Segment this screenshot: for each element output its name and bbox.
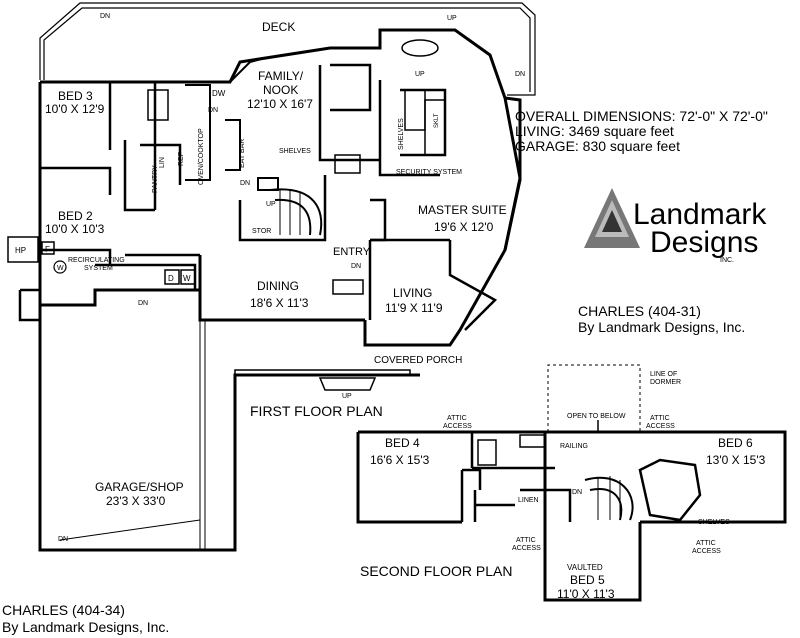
logo-line1: Landmark bbox=[633, 198, 767, 231]
fixture-hp: HP bbox=[15, 246, 26, 255]
second-floor-title: SECOND FLOOR PLAN bbox=[360, 563, 512, 579]
room-bed4-name: BED 4 bbox=[385, 436, 420, 450]
fixture-stor: STOR bbox=[252, 228, 271, 235]
room-bed2-dim: 10'0 X 10'3 bbox=[45, 222, 105, 236]
room-bed3-dim: 10'0 X 12'9 bbox=[45, 102, 105, 116]
info-block: OVERALL DIMENSIONS: 72'-0" X 72'-0" LIVI… bbox=[2, 108, 768, 635]
arrow-up-porch: UP bbox=[342, 393, 352, 400]
fixture-security: SECURITY SYSTEM bbox=[396, 169, 462, 176]
room-living-dim: 11'9 X 11'9 bbox=[385, 301, 443, 315]
linen: LINEN bbox=[518, 497, 539, 504]
arrow-up-stair: UP bbox=[266, 201, 276, 208]
logo-line2: Designs bbox=[650, 226, 758, 259]
fixture-f: F bbox=[45, 245, 50, 254]
line-of-dormer-1: LINE OF bbox=[650, 371, 677, 378]
room-bed5-vaulted: VAULTED bbox=[567, 563, 603, 572]
arrow-dn-right: DN bbox=[515, 71, 525, 78]
fixture-recirc-1: RECIRCULATING bbox=[68, 257, 125, 264]
credit-lower-by: By Landmark Designs, Inc. bbox=[2, 619, 169, 635]
credit-lower-title: CHARLES (404-34) bbox=[2, 602, 125, 618]
first-floor-title: FIRST FLOOR PLAN bbox=[250, 403, 383, 419]
room-bed5-name: BED 5 bbox=[570, 573, 605, 587]
logo-inc: INC. bbox=[720, 257, 734, 264]
room-dining-name: DINING bbox=[257, 279, 299, 293]
fixture-shelves-left: SHELVES bbox=[279, 148, 311, 155]
first-floor-walls bbox=[7, 2, 536, 552]
arrow-dn-kitchen: DN bbox=[240, 180, 250, 187]
arrow-dn-garage: DN bbox=[58, 536, 68, 543]
attic-2b: ACCESS bbox=[646, 423, 675, 430]
fixture-oven-cooktop: OVEN/COOKTOP bbox=[198, 128, 205, 185]
room-family-dim: 12'10 X 16'7 bbox=[247, 97, 313, 111]
room-bed4-dim: 16'6 X 15'3 bbox=[370, 453, 430, 467]
fixture-recirc-2: SYSTEM bbox=[84, 265, 113, 272]
arrow-dn-laundry: DN bbox=[138, 300, 148, 307]
room-family-name-2: NOOK bbox=[263, 83, 298, 97]
attic-4a: ATTIC bbox=[696, 540, 716, 547]
room-garage-dim: 23'3 X 33'0 bbox=[106, 494, 166, 508]
landmark-logo: Landmark Designs INC. bbox=[584, 188, 767, 264]
fixture-sklt: SKLT bbox=[434, 113, 440, 128]
arrow-up-bath: UP bbox=[415, 71, 425, 78]
credit-upper-by: By Landmark Designs, Inc. bbox=[578, 319, 745, 335]
second-floor-shelves: SHELVES bbox=[698, 519, 730, 526]
second-floor-walls bbox=[356, 364, 787, 602]
room-garage-name: GARAGE/SHOP bbox=[95, 480, 184, 494]
line-of-dormer-2: DORMER bbox=[650, 379, 681, 386]
fixture-pantry: PANTRY bbox=[152, 165, 159, 193]
room-covered-porch: COVERED PORCH bbox=[374, 355, 462, 366]
room-bed6-dim: 13'0 X 15'3 bbox=[706, 453, 766, 467]
room-bed3-name: BED 3 bbox=[58, 89, 93, 103]
railing: RAILING bbox=[560, 443, 588, 450]
attic-4b: ACCESS bbox=[692, 548, 721, 555]
fixture-d: D bbox=[168, 274, 174, 283]
fixture-w: W bbox=[57, 265, 64, 272]
room-bed6-name: BED 6 bbox=[718, 436, 753, 450]
attic-3b: ACCESS bbox=[512, 545, 541, 552]
attic-1a: ATTIC bbox=[447, 415, 467, 422]
fixture-lin: LIN bbox=[159, 157, 166, 168]
room-family-name-1: FAMILY/ bbox=[258, 69, 304, 83]
room-master-name: MASTER SUITE bbox=[418, 203, 507, 217]
room-bed2-name: BED 2 bbox=[58, 209, 93, 223]
fixture-shelves-right: SHELVES bbox=[398, 118, 405, 150]
overall-dimensions: OVERALL DIMENSIONS: 72'-0" X 72'-0" bbox=[515, 108, 768, 124]
fixture-dw: DW bbox=[212, 89, 226, 98]
attic-1b: ACCESS bbox=[443, 423, 472, 430]
second-floor-labels: BED 4 16'6 X 15'3 BED 6 13'0 X 15'3 VAUL… bbox=[360, 371, 766, 601]
room-master-dim: 19'6 X 12'0 bbox=[434, 220, 494, 234]
room-entry: ENTRY bbox=[333, 246, 371, 258]
first-floor-labels: DECK FAMILY/ NOOK 12'10 X 16'7 BED 3 10'… bbox=[15, 13, 525, 543]
room-dining-dim: 18'6 X 11'3 bbox=[250, 296, 309, 310]
fixture-eat-bar: EAT BAR bbox=[239, 139, 246, 168]
garage-area: GARAGE: 830 square feet bbox=[515, 138, 680, 154]
open-to-below: OPEN TO BELOW bbox=[567, 413, 626, 420]
room-living-name: LIVING bbox=[393, 286, 432, 300]
room-deck: DECK bbox=[262, 20, 295, 34]
attic-2a: ATTIC bbox=[650, 415, 670, 422]
arrow-dn-top: DN bbox=[100, 13, 110, 20]
arrow-up-top: UP bbox=[447, 15, 457, 22]
credit-upper-title: CHARLES (404-31) bbox=[578, 303, 701, 319]
arrow-dn-family: DN bbox=[208, 107, 218, 114]
attic-3a: ATTIC bbox=[516, 537, 536, 544]
room-bed5-dim: 11'0 X 11'3 bbox=[557, 587, 615, 601]
second-floor-dn: DN bbox=[572, 489, 582, 496]
fixture-ref: REF bbox=[178, 152, 185, 166]
fixture-washer: W bbox=[183, 274, 191, 283]
living-area: LIVING: 3469 square feet bbox=[515, 123, 674, 139]
arrow-dn-entry: DN bbox=[351, 263, 361, 270]
